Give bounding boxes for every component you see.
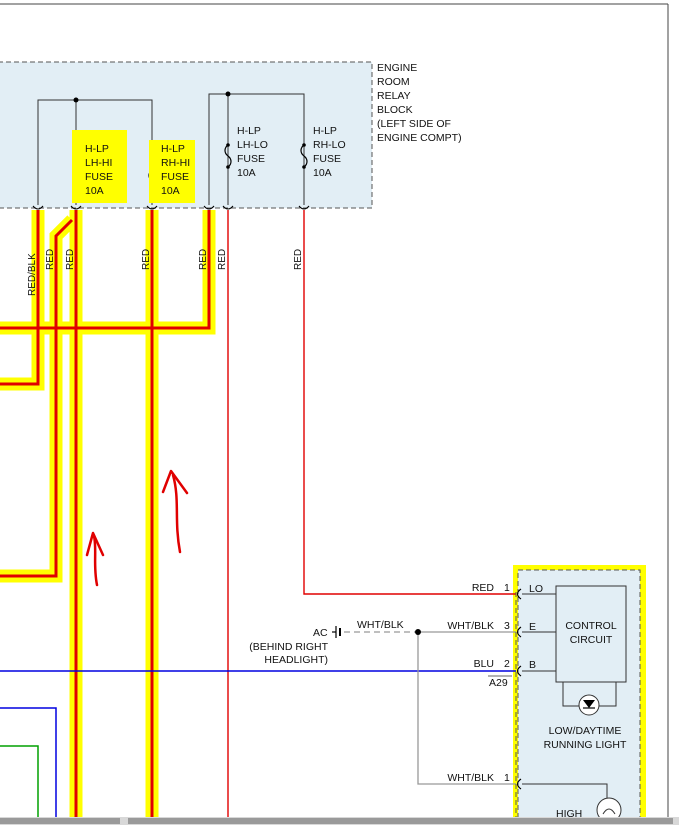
connector-id: A29 [489, 677, 508, 689]
svg-text:B: B [529, 659, 536, 671]
red-wires [0, 210, 211, 825]
scrollbar-thumb-right[interactable] [128, 818, 673, 824]
svg-text:RED: RED [65, 249, 76, 270]
svg-text:FUSE: FUSE [85, 171, 113, 183]
vertical-wire-labels: RED/BLK RED RED RED RED RED RED [27, 249, 304, 296]
svg-text:3: 3 [504, 620, 510, 632]
annotation-arrows [85, 469, 189, 587]
svg-text:HEADLIGHT): HEADLIGHT) [264, 654, 328, 666]
fuse-highlight-rh-hi [149, 140, 195, 203]
svg-text:1: 1 [504, 582, 510, 594]
svg-text:CONTROL: CONTROL [565, 620, 616, 632]
svg-text:RED: RED [293, 249, 304, 270]
svg-text:RED: RED [45, 249, 56, 270]
ground-symbol [332, 626, 341, 638]
led-icon [578, 694, 600, 716]
svg-text:RED: RED [198, 249, 209, 270]
svg-text:RED: RED [141, 249, 152, 270]
module-name: LOW/DAYTIME RUNNING LIGHT [544, 725, 627, 751]
relay-connector-pins [32, 205, 310, 210]
module-connector-pins [516, 588, 522, 790]
scrollbar-thumb-left[interactable] [0, 818, 120, 824]
control-circuit-box [555, 585, 627, 683]
svg-text:ROOM: ROOM [377, 76, 410, 88]
pin-row-2: BLU 2 B [474, 658, 536, 671]
pin-row-1: RED 1 LO [472, 582, 543, 595]
svg-text:10A: 10A [237, 167, 256, 179]
pin-row-high: WHT/BLK 1 [447, 772, 510, 784]
ground-label: AC [313, 627, 328, 639]
fuse-label-lh-lo: H-LP LH-LO FUSE 10A [237, 125, 268, 179]
pin-row-3: WHT/BLK 3 E [447, 620, 536, 633]
junction-dot [73, 97, 79, 103]
blue-wire-lower [0, 707, 57, 825]
lamp-filament [602, 808, 616, 815]
wht-blk-wires [344, 631, 516, 785]
svg-text:RED: RED [217, 249, 228, 270]
pin-leads [522, 593, 556, 672]
svg-text:10A: 10A [161, 185, 180, 197]
svg-text:RED/BLK: RED/BLK [27, 253, 38, 296]
svg-text:FUSE: FUSE [161, 171, 189, 183]
svg-text:RH-LO: RH-LO [313, 139, 346, 151]
svg-text:CIRCUIT: CIRCUIT [570, 634, 613, 646]
svg-text:ENGINE COMPT): ENGINE COMPT) [377, 132, 462, 144]
svg-text:(LEFT SIDE OF: (LEFT SIDE OF [377, 118, 451, 130]
svg-text:LO: LO [529, 583, 543, 595]
svg-text:10A: 10A [313, 167, 332, 179]
svg-text:RELAY: RELAY [377, 90, 411, 102]
svg-text:H-LP: H-LP [161, 143, 185, 155]
fuse-label-lh-hi: H-LP LH-HI FUSE 10A [85, 143, 113, 197]
ground-splice-dot [415, 629, 421, 635]
control-circuit-label: CONTROL CIRCUIT [565, 620, 616, 646]
svg-text:LH-LO: LH-LO [237, 139, 268, 151]
svg-text:ENGINE: ENGINE [377, 62, 417, 74]
fuse-label-rh-lo: H-LP RH-LO FUSE 10A [313, 125, 346, 179]
svg-text:E: E [529, 621, 536, 633]
junction-dot [225, 91, 231, 97]
svg-text:BLU: BLU [474, 658, 494, 670]
svg-text:2: 2 [504, 658, 510, 670]
svg-text:10A: 10A [85, 185, 104, 197]
svg-text:1: 1 [504, 772, 510, 784]
svg-text:BLOCK: BLOCK [377, 104, 413, 116]
high-beam-lead [522, 783, 608, 800]
green-wire [0, 745, 39, 825]
svg-text:H-LP: H-LP [237, 125, 261, 137]
svg-text:H-LP: H-LP [85, 143, 109, 155]
svg-text:RED: RED [472, 582, 495, 594]
red-thin-wires [227, 210, 516, 825]
svg-text:(BEHIND RIGHT: (BEHIND RIGHT [249, 641, 328, 653]
svg-text:LOW/DAYTIME: LOW/DAYTIME [549, 725, 622, 737]
svg-text:FUSE: FUSE [313, 153, 341, 165]
relay-block-title: ENGINE ROOM RELAY BLOCK (LEFT SIDE OF EN… [377, 62, 462, 144]
ground-wire-label: WHT/BLK [357, 619, 404, 631]
svg-text:RH-HI: RH-HI [161, 157, 190, 169]
svg-text:WHT/BLK: WHT/BLK [447, 772, 494, 784]
svg-text:LH-HI: LH-HI [85, 157, 112, 169]
svg-text:H-LP: H-LP [313, 125, 337, 137]
fuse-label-rh-hi: H-LP RH-HI FUSE 10A [161, 143, 190, 197]
svg-text:WHT/BLK: WHT/BLK [447, 620, 494, 632]
svg-text:FUSE: FUSE [237, 153, 265, 165]
svg-text:RUNNING LIGHT: RUNNING LIGHT [544, 739, 627, 751]
fuse-highlight-lh-hi [72, 130, 127, 203]
ground-location-note: (BEHIND RIGHT HEADLIGHT) [249, 641, 328, 666]
